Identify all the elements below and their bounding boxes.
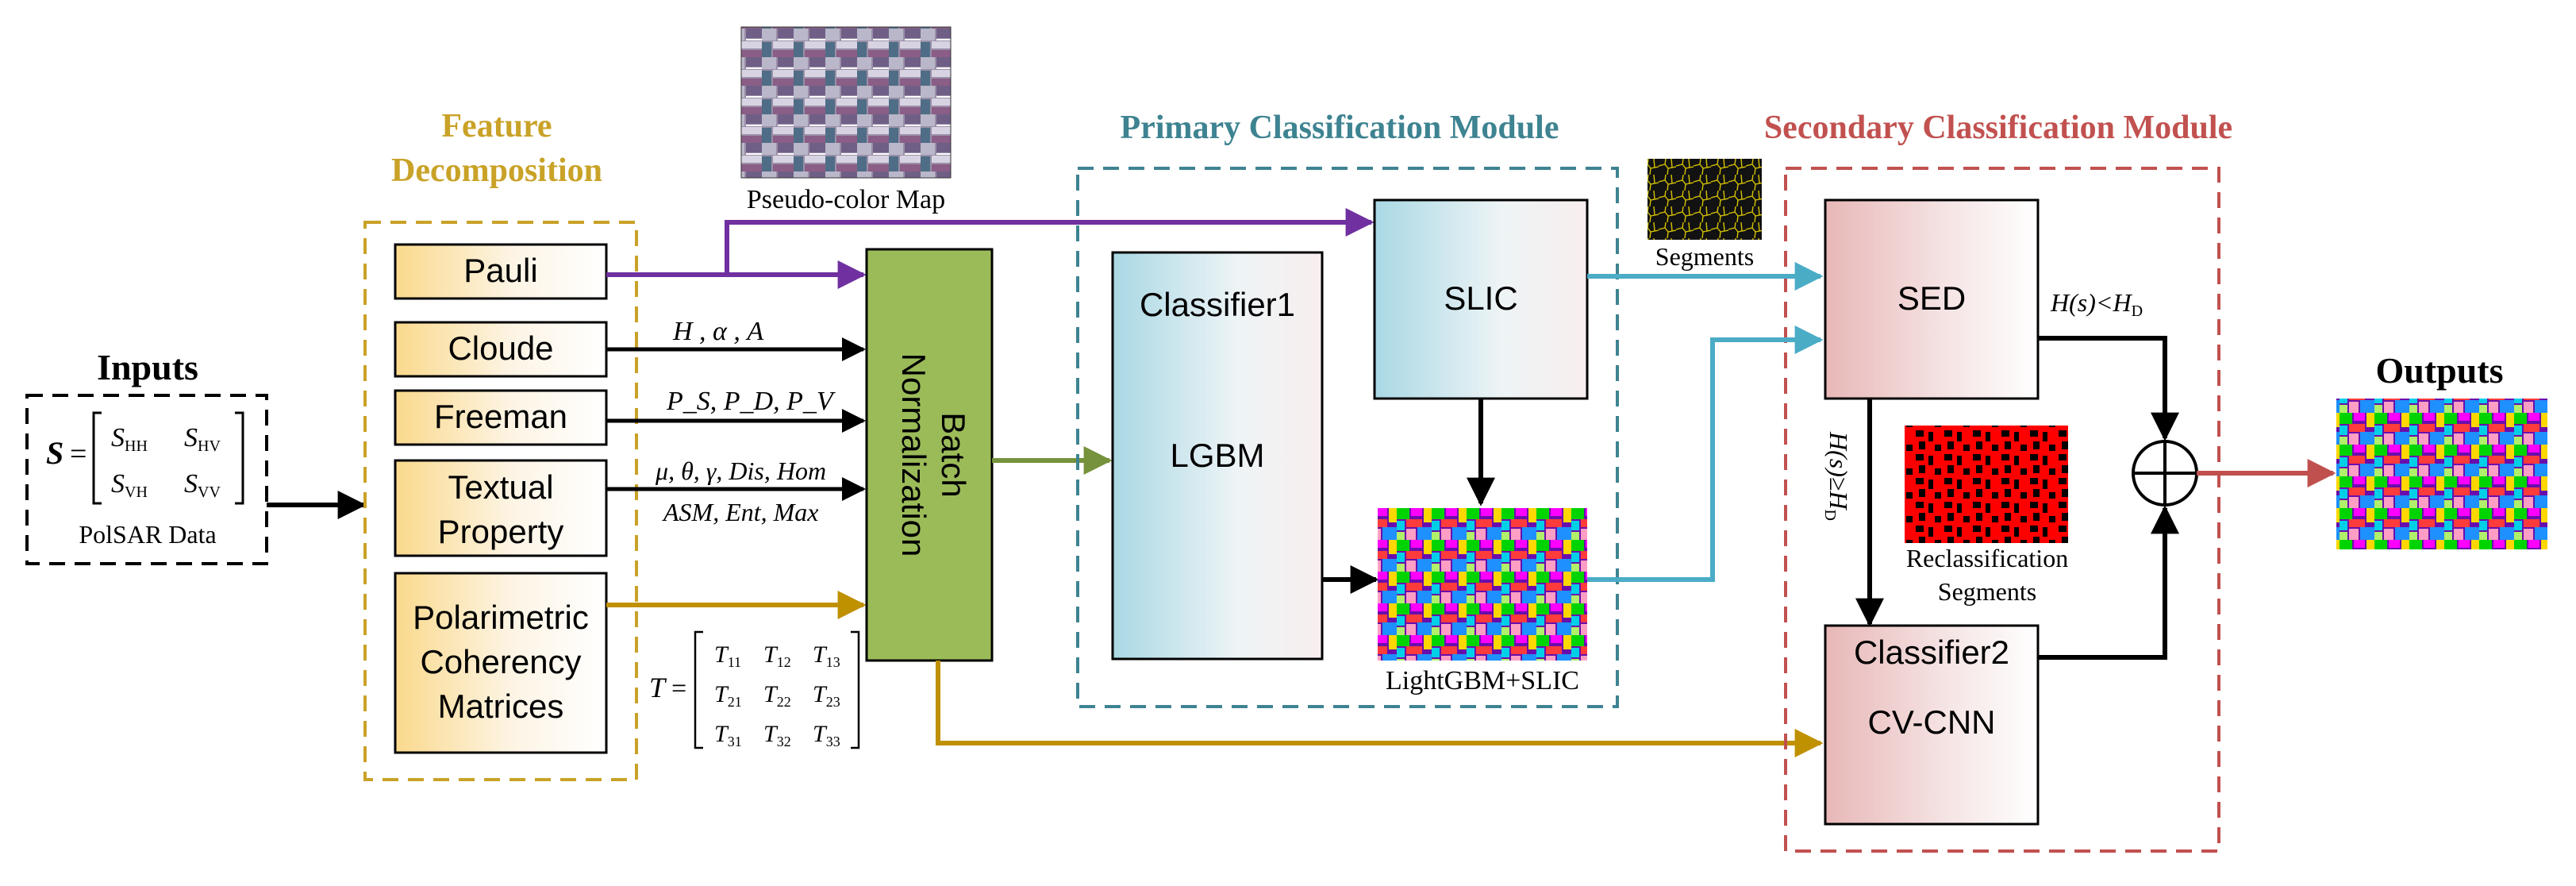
outputs-title: Outputs: [2375, 350, 2503, 391]
purple-arrow-pauli-to-slic: [725, 208, 1375, 275]
slic-box: [1373, 198, 1589, 400]
gold-arrow-batch-to-classifier2: [936, 661, 1824, 757]
reclassification-caption-line1: Reclassification: [1906, 544, 2068, 572]
t-entry-t32: T32: [763, 721, 791, 749]
matrix-right-bracket: [235, 411, 244, 505]
segments-caption: Segments: [1655, 242, 1754, 271]
s-vh: S: [111, 469, 125, 499]
feature-module-box: [363, 221, 638, 781]
classifier1-box: [1111, 251, 1324, 661]
t-entry-t21: T21: [714, 681, 742, 710]
t-entry-t22: T22: [763, 681, 791, 710]
svg-text:SVH: SVH: [111, 469, 148, 501]
s-hv: S: [184, 423, 198, 453]
cloude-label: Cloude: [448, 329, 553, 367]
pseudo-color-map-caption: Pseudo-color Map: [747, 185, 945, 214]
matrix-symbol: S: [46, 435, 63, 471]
inputs-title: Inputs: [97, 347, 198, 387]
t-left-bracket: [694, 630, 703, 749]
classifier2-label: Classifier2: [1854, 634, 2009, 671]
polarimetric-label-line3: Matrices: [438, 688, 564, 725]
t-entry-t31: T31: [714, 721, 742, 749]
textual-params-line1: μ, θ, γ, Dis, Hom: [655, 456, 826, 485]
primary-module-title: Primary Classification Module: [1121, 110, 1559, 146]
secondary-module-title: Secondary Classification Module: [1764, 110, 2232, 146]
freeman-label: Freeman: [434, 398, 567, 435]
classifier1-label: Classifier1: [1140, 286, 1295, 323]
slic-label: SLIC: [1444, 279, 1517, 317]
t-entry-t12: T12: [763, 641, 791, 670]
polarimetric-label-line1: Polarimetric: [413, 599, 589, 636]
batch-normalization-box: [865, 248, 994, 662]
svg-text:H(s)≥HD: H(s)≥HD: [1821, 431, 1853, 521]
s-hh-sub: HH: [125, 437, 148, 455]
t-entry-t13: T13: [813, 641, 840, 670]
polsar-data-caption: PolSAR Data: [79, 520, 216, 549]
lightgbm-slic-result-image: [1378, 508, 1587, 661]
equals-sign: =: [70, 437, 87, 471]
textual-property-box: [394, 459, 608, 557]
textual-label-line2: Property: [438, 513, 564, 550]
sed-label: SED: [1897, 279, 1966, 317]
svg-text:SHV: SHV: [184, 423, 221, 455]
cloude-box: [394, 321, 608, 378]
lightgbm-slic-caption: LightGBM+SLIC: [1386, 666, 1579, 695]
svg-text:SVV: SVV: [184, 469, 221, 501]
svg-text:SHH: SHH: [111, 423, 148, 455]
sed-box: [1824, 198, 2040, 400]
scattering-matrix: S = SHH SHV SVH SVV: [46, 411, 244, 505]
t-entry-t23: T23: [813, 681, 840, 710]
sum-operator-icon: [2132, 440, 2198, 507]
textual-label-line1: Textual: [448, 468, 553, 506]
matrix-left-bracket: [92, 411, 102, 505]
t-equals: =: [671, 674, 686, 703]
condition-lt-sub: D: [2132, 302, 2143, 320]
s-vh-sub: VH: [125, 483, 148, 501]
segments-image: [1647, 159, 1762, 240]
secondary-module-box: [1784, 167, 2220, 853]
lgbm-label: LGBM: [1170, 437, 1264, 474]
s-vv-sub: VV: [198, 483, 221, 501]
batch-label-line1: Batch: [935, 412, 972, 497]
classifier2-box: [1824, 624, 2040, 826]
t-right-bracket: [851, 630, 860, 749]
blue-arrow-result-to-sed: [1587, 326, 1824, 582]
pauli-label: Pauli: [463, 252, 537, 289]
freeman-box: [394, 389, 608, 446]
t-entry-t33: T33: [813, 721, 840, 749]
polarimetric-label-line2: Coherency: [420, 643, 581, 680]
t-matrix-symbol: T: [649, 672, 667, 703]
textual-params-line2: ASM, Ent, Max: [662, 498, 819, 526]
cloude-params: H , α , A: [672, 317, 763, 346]
reclassification-caption-line2: Segments: [1938, 577, 2036, 606]
reclassification-segments-image: [1905, 426, 2068, 543]
cvcnn-label: CV-CNN: [1867, 703, 1995, 741]
condition-ge: H(s)≥H: [1824, 431, 1853, 510]
svg-text:H(s)<HD: H(s)<HD: [2050, 288, 2143, 320]
s-vv: S: [184, 469, 198, 499]
pseudo-color-map-image: [740, 26, 952, 179]
feature-title-line1: Feature: [441, 108, 552, 144]
arrow-sed-to-sum: [2038, 336, 2179, 441]
pauli-box: [394, 243, 608, 300]
batch-label-line2: Normalization: [895, 353, 932, 557]
s-hv-sub: HV: [198, 437, 221, 455]
s-hh: S: [111, 423, 125, 453]
arrow-classifier2-to-sum: [2038, 505, 2179, 660]
freeman-params: P_S, P_D, P_V: [666, 387, 836, 416]
t-entry-t11: T11: [714, 641, 741, 670]
polarimetric-box: [394, 572, 608, 754]
condition-lt: H(s)<H: [2050, 288, 2132, 317]
condition-ge-sub: D: [1821, 510, 1839, 521]
primary-module-box: [1076, 167, 1619, 708]
output-classification-map: [2336, 399, 2547, 549]
feature-title-line2: Decomposition: [391, 152, 602, 189]
